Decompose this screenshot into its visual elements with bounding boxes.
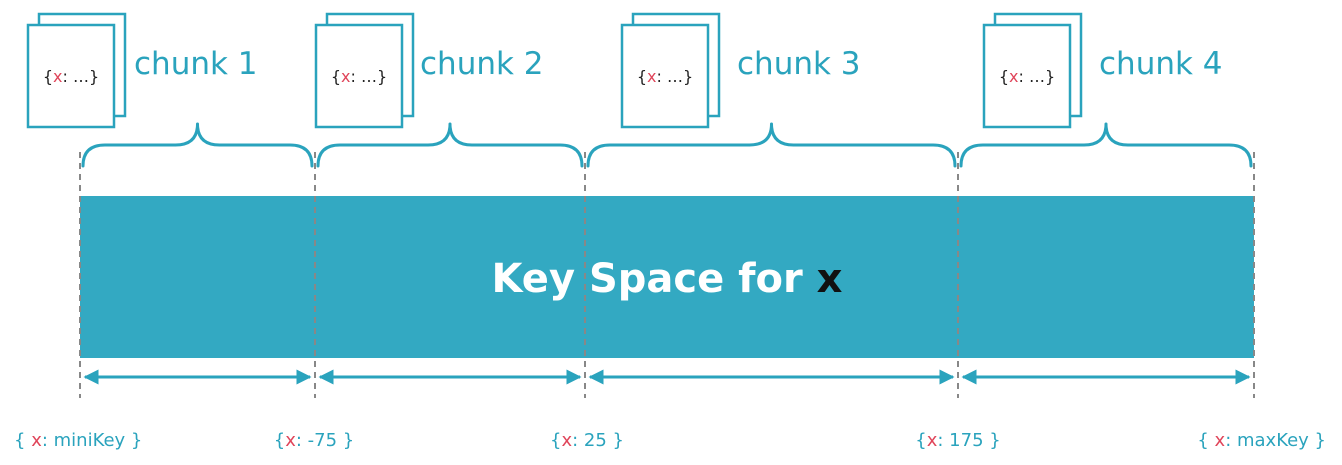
chunk-labels: chunk 1 chunk 2 chunk 3 chunk 4 — [134, 46, 1223, 82]
chunk-label: chunk 2 — [420, 46, 544, 82]
key-space-title-variable: x — [817, 256, 843, 302]
chunk-label: chunk 3 — [737, 46, 861, 82]
document-snippet-key: x — [341, 67, 350, 86]
boundary-value: : miniKey } — [42, 430, 143, 451]
chunk-brace — [81, 122, 314, 168]
document-snippet-key: x — [53, 67, 62, 86]
front-page-icon — [26, 23, 116, 129]
document-stack-icon: {x: …} — [314, 12, 415, 129]
boundary-brace: { — [14, 430, 31, 451]
boundary-brace: { — [915, 430, 926, 451]
boundary-value: : -75 } — [296, 430, 354, 451]
boundary-key: x — [561, 430, 572, 451]
document-snippet-brace: { — [637, 67, 647, 86]
document-snippet-rest: : …} — [351, 67, 388, 86]
boundary-label: {x: -75 } — [274, 430, 354, 451]
key-space-band — [80, 196, 1254, 358]
boundary-brace: { — [274, 430, 285, 451]
front-page-icon — [982, 23, 1072, 129]
boundary-key: x — [1215, 430, 1226, 451]
chunk-brace — [959, 122, 1253, 168]
chunk-label: chunk 4 — [1099, 46, 1223, 82]
document-snippet: {x: …} — [999, 67, 1055, 86]
boundary-label: {x: 175 } — [915, 430, 1000, 451]
document-snippet-key: x — [647, 67, 656, 86]
document-snippet-brace: { — [999, 67, 1009, 86]
boundary-label: {x: 25 } — [550, 430, 624, 451]
boundary-label: { x: maxKey } — [1197, 430, 1326, 451]
boundary-key: x — [31, 430, 42, 451]
chunk-brace — [316, 122, 584, 168]
front-page-icon — [620, 23, 710, 129]
document-snippet-rest: : …} — [63, 67, 100, 86]
document-stack-icon: {x: …} — [620, 12, 721, 129]
boundary-value: : 25 } — [572, 430, 624, 451]
chunk-braces — [81, 122, 1253, 168]
document-snippet: {x: …} — [43, 67, 99, 86]
boundary-key: x — [927, 430, 938, 451]
chunk-document-icons: {x: …}{x: …}{x: …}{x: …} — [26, 12, 1083, 129]
key-space-title-prefix: Key Space for — [492, 256, 817, 302]
boundary-label: { x: miniKey } — [14, 430, 142, 451]
document-snippet: {x: …} — [637, 67, 693, 86]
boundary-value: : maxKey } — [1225, 430, 1326, 451]
boundary-key: x — [285, 430, 296, 451]
key-space-title: Key Space for x — [492, 256, 843, 302]
front-page-icon — [314, 23, 404, 129]
document-stack-icon: {x: …} — [26, 12, 127, 129]
document-snippet: {x: …} — [331, 67, 387, 86]
document-stack-icon: {x: …} — [982, 12, 1083, 129]
boundary-brace: { — [550, 430, 561, 451]
document-snippet-brace: { — [331, 67, 341, 86]
boundary-labels: { x: miniKey }{x: -75 }{x: 25 }{x: 175 }… — [14, 430, 1326, 451]
document-snippet-rest: : …} — [657, 67, 694, 86]
chunk-brace — [586, 122, 957, 168]
boundary-brace: { — [1197, 430, 1214, 451]
document-snippet-key: x — [1009, 67, 1018, 86]
chunk-dividers — [79, 152, 1255, 398]
boundary-value: : 175 } — [937, 430, 1000, 451]
chunk-label: chunk 1 — [134, 46, 258, 82]
document-snippet-brace: { — [43, 67, 53, 86]
document-snippet-rest: : …} — [1019, 67, 1056, 86]
